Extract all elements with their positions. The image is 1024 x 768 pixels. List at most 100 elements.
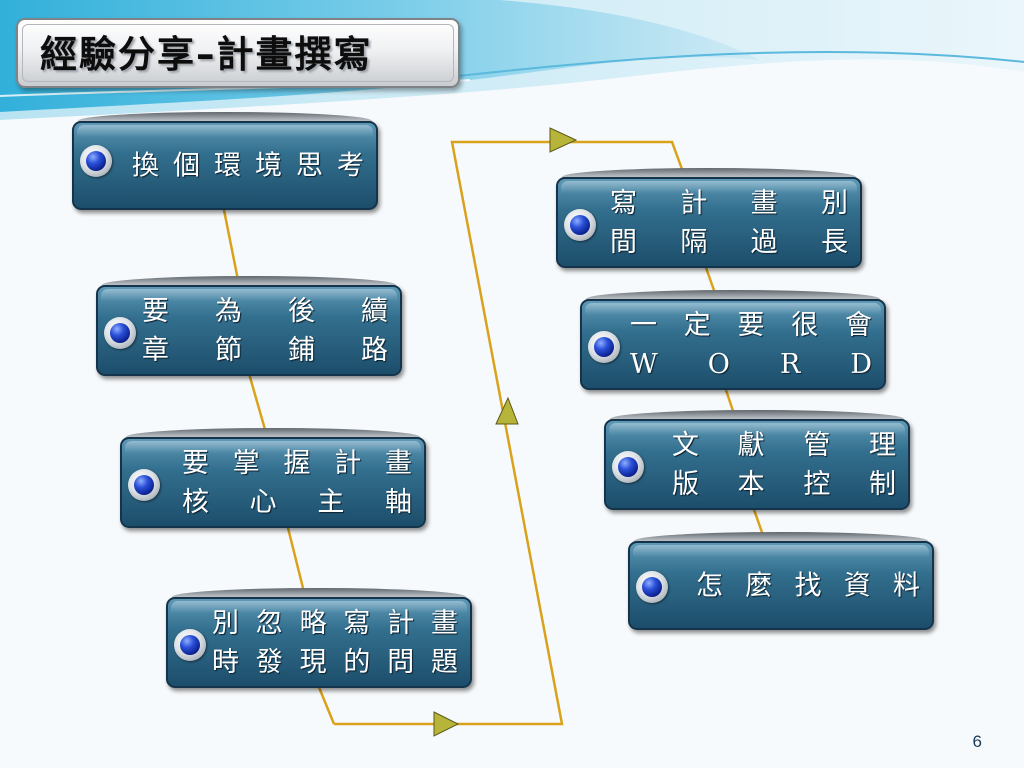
- node-char: 題: [430, 646, 458, 678]
- node-char: 核: [182, 486, 209, 518]
- node-char: 畫: [430, 607, 458, 639]
- node-char: 要: [182, 447, 209, 479]
- header-wave-line: [439, 50, 1024, 79]
- node-line: 版本控制: [672, 465, 896, 504]
- node-char: 現: [299, 646, 327, 678]
- node-line: 核心主軸: [182, 483, 412, 522]
- title-box: 經驗分享–計畫撰寫: [16, 18, 460, 88]
- node-char: 略: [299, 607, 327, 639]
- node-char: 定: [683, 309, 711, 341]
- node-text: 寫 計 畫 別 間 隔 過 長: [610, 184, 848, 262]
- node-char: 資: [843, 570, 871, 601]
- node-char: 環: [214, 150, 241, 181]
- bullet-orb-icon: [588, 331, 620, 363]
- node-char: 版: [672, 468, 699, 500]
- node-char: 計: [387, 607, 415, 639]
- node-char: 怎: [696, 570, 723, 601]
- node-char: 握: [283, 447, 311, 479]
- node-line: 要掌握計畫: [182, 444, 412, 483]
- node-char: 主: [317, 486, 345, 518]
- node-char: 別: [820, 187, 848, 219]
- node-char: 控: [803, 468, 831, 500]
- node-char: 的: [343, 646, 371, 678]
- node-char: 理: [868, 429, 896, 461]
- node-left-1: 換個環境思考: [72, 112, 378, 210]
- node-char: 過: [750, 226, 778, 258]
- bullet-orb-icon: [128, 469, 160, 501]
- node-char: O: [707, 348, 730, 380]
- arrow-head-bottom: [433, 711, 460, 737]
- node-char: 寫: [610, 187, 637, 219]
- node-char: 時: [212, 646, 239, 678]
- node-char: 忽: [255, 607, 283, 639]
- node-char: 隔: [680, 226, 708, 258]
- node-char: 料: [893, 570, 920, 601]
- node-char: 章: [142, 334, 169, 366]
- slide-title: 經驗分享–計畫撰寫: [40, 33, 373, 76]
- connector-left-3: [284, 519, 308, 601]
- node-right-4: 怎麼找資料: [628, 532, 934, 630]
- node-line: 寫計畫別: [610, 184, 848, 223]
- node-text: 換個環境思考: [132, 146, 364, 185]
- node-char: 一: [630, 309, 657, 341]
- node-char: 別: [212, 607, 239, 639]
- node-line: 別忽略寫計畫: [212, 604, 458, 643]
- node-char: 寫: [343, 607, 371, 639]
- node-line: 一定要很會: [630, 306, 872, 345]
- node-char: 發: [255, 646, 283, 678]
- node-char: 續: [361, 295, 388, 327]
- bullet-orb-icon: [80, 145, 112, 177]
- node-line: 章節鋪路: [142, 331, 388, 370]
- node-right-1: 寫 計 畫 別 間 隔 過 長: [556, 168, 862, 268]
- arrow-head-top: [549, 127, 578, 153]
- node-text: 文 獻 管 理 版 本 控 制: [672, 426, 896, 504]
- node-char: 計: [680, 187, 708, 219]
- node-char: 文: [672, 429, 699, 461]
- node-char: 掌: [232, 447, 260, 479]
- node-left-3: 要掌握計畫 核 心 主 軸: [120, 428, 426, 528]
- node-line: 怎麼找資料: [696, 566, 920, 605]
- node-char: 考: [337, 150, 364, 181]
- node-line: 換個環境思考: [132, 146, 364, 185]
- node-char: 會: [845, 309, 872, 341]
- node-char: 要: [142, 295, 169, 327]
- node-text: 要為後續 章節鋪路: [142, 292, 388, 370]
- node-char: D: [850, 348, 872, 380]
- node-char: 長: [820, 226, 848, 258]
- bullet-orb-icon: [104, 317, 136, 349]
- node-line: 要為後續: [142, 292, 388, 331]
- node-char: 找: [794, 570, 822, 601]
- node-char: 心: [249, 486, 277, 518]
- node-char: 間: [610, 226, 637, 258]
- node-char: 節: [215, 334, 242, 366]
- node-char: 個: [173, 150, 200, 181]
- node-char: 管: [803, 429, 831, 461]
- node-char: 很: [791, 309, 819, 341]
- node-char: 問: [387, 646, 415, 678]
- node-char: 思: [296, 150, 323, 181]
- node-right-3: 文 獻 管 理 版 本 控 制: [604, 410, 910, 510]
- node-char: 畫: [750, 187, 778, 219]
- node-char: 計: [334, 447, 362, 479]
- node-char: 制: [868, 468, 896, 500]
- bullet-orb-icon: [612, 451, 644, 483]
- node-char: 畫: [385, 447, 412, 479]
- bullet-orb-icon: [564, 209, 596, 241]
- bullet-orb-icon: [636, 571, 668, 603]
- bullet-orb-icon: [174, 629, 206, 661]
- node-char: 獻: [737, 429, 765, 461]
- node-left-2: 要為後續 章節鋪路: [96, 276, 402, 376]
- node-char: 本: [737, 468, 765, 500]
- page-number: 6: [972, 732, 982, 751]
- node-text: 怎麼找資料: [696, 566, 920, 605]
- node-char: 軸: [384, 486, 412, 518]
- node-char: 後: [288, 295, 315, 327]
- node-char: 為: [215, 295, 242, 327]
- node-line: 時發現的問題: [212, 643, 458, 682]
- node-char: R: [779, 348, 801, 380]
- node-line: 文獻管理: [672, 426, 896, 465]
- node-text: 別忽略寫計畫 時發現的問題: [212, 604, 458, 682]
